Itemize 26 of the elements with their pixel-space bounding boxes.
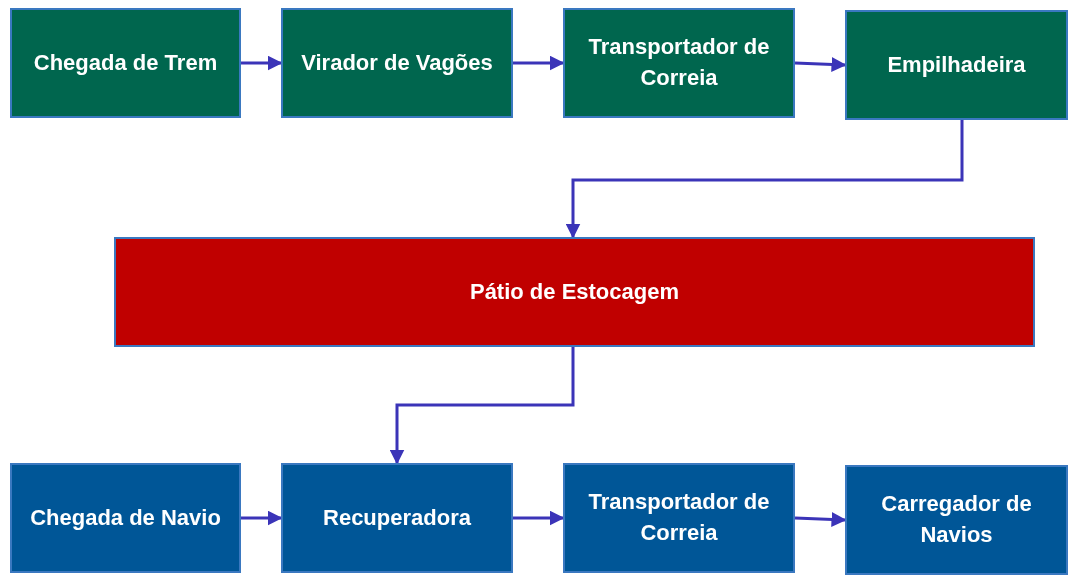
- arrow: [241, 510, 283, 526]
- box-label: Chegada de Navio: [30, 503, 221, 532]
- box-label: Empilhadeira: [887, 50, 1026, 79]
- box-label: Transportador de Correia: [587, 33, 771, 92]
- process-box: [563, 463, 795, 573]
- arrow: [565, 120, 964, 239]
- arrow: [389, 347, 575, 465]
- process-box: [563, 8, 795, 118]
- process-box: [845, 465, 1068, 575]
- arrow: [241, 55, 283, 71]
- process-box: [10, 463, 241, 573]
- arrow: [513, 55, 565, 71]
- process-box: [281, 463, 513, 573]
- box-label: Recuperadora: [323, 503, 471, 532]
- process-box: [10, 8, 241, 118]
- arrow: [794, 511, 847, 527]
- process-box: [281, 8, 513, 118]
- box-label: Virador de Vagões: [301, 48, 493, 77]
- process-box: [114, 237, 1035, 347]
- process-box: [845, 10, 1068, 120]
- box-label: Carregador de Navios: [880, 490, 1033, 549]
- arrow: [513, 510, 565, 526]
- box-label: Chegada de Trem: [33, 48, 218, 77]
- box-label: Transportador de Correia: [587, 488, 771, 547]
- arrow: [794, 56, 847, 72]
- box-label: Pátio de Estocagem: [469, 277, 680, 306]
